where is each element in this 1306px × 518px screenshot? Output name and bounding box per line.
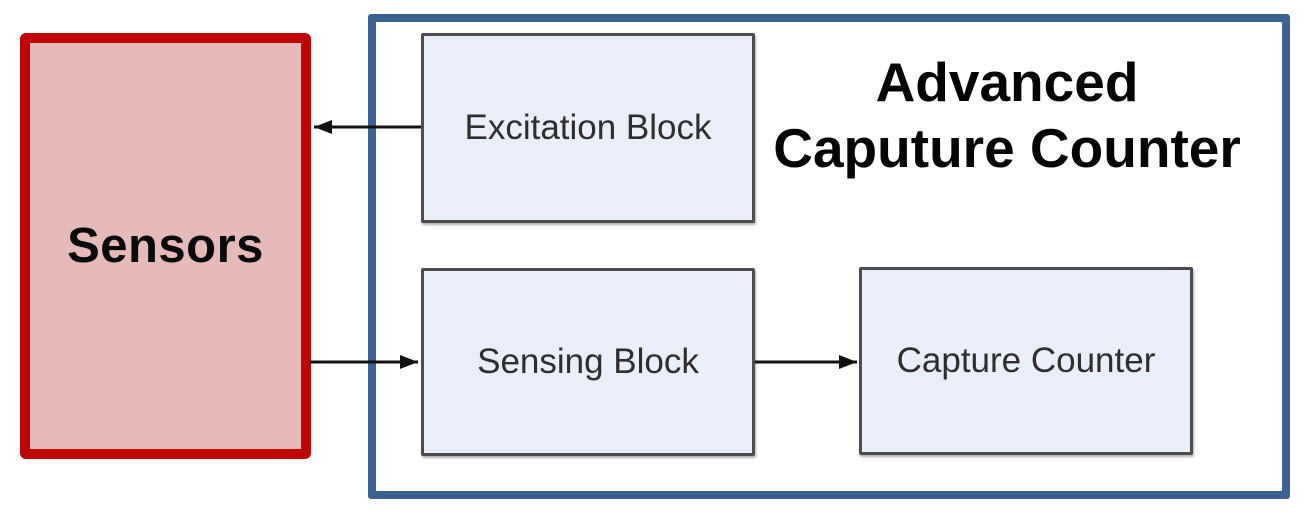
container-title-line2: Caputure Counter [773, 117, 1241, 179]
sensors-box: Sensors [20, 33, 311, 459]
sensing-block-label: Sensing Block [477, 342, 699, 381]
excitation-block-label: Excitation Block [464, 108, 712, 147]
sensing-block-box: Sensing Block [421, 268, 755, 456]
sensors-label: Sensors [67, 219, 264, 273]
container-title-line1: Advanced [875, 51, 1139, 113]
capture-counter-box: Capture Counter [859, 267, 1193, 455]
capture-counter-label: Capture Counter [896, 341, 1156, 380]
excitation-block-box: Excitation Block [421, 33, 755, 223]
container-title: Advanced Caputure Counter [757, 49, 1257, 181]
